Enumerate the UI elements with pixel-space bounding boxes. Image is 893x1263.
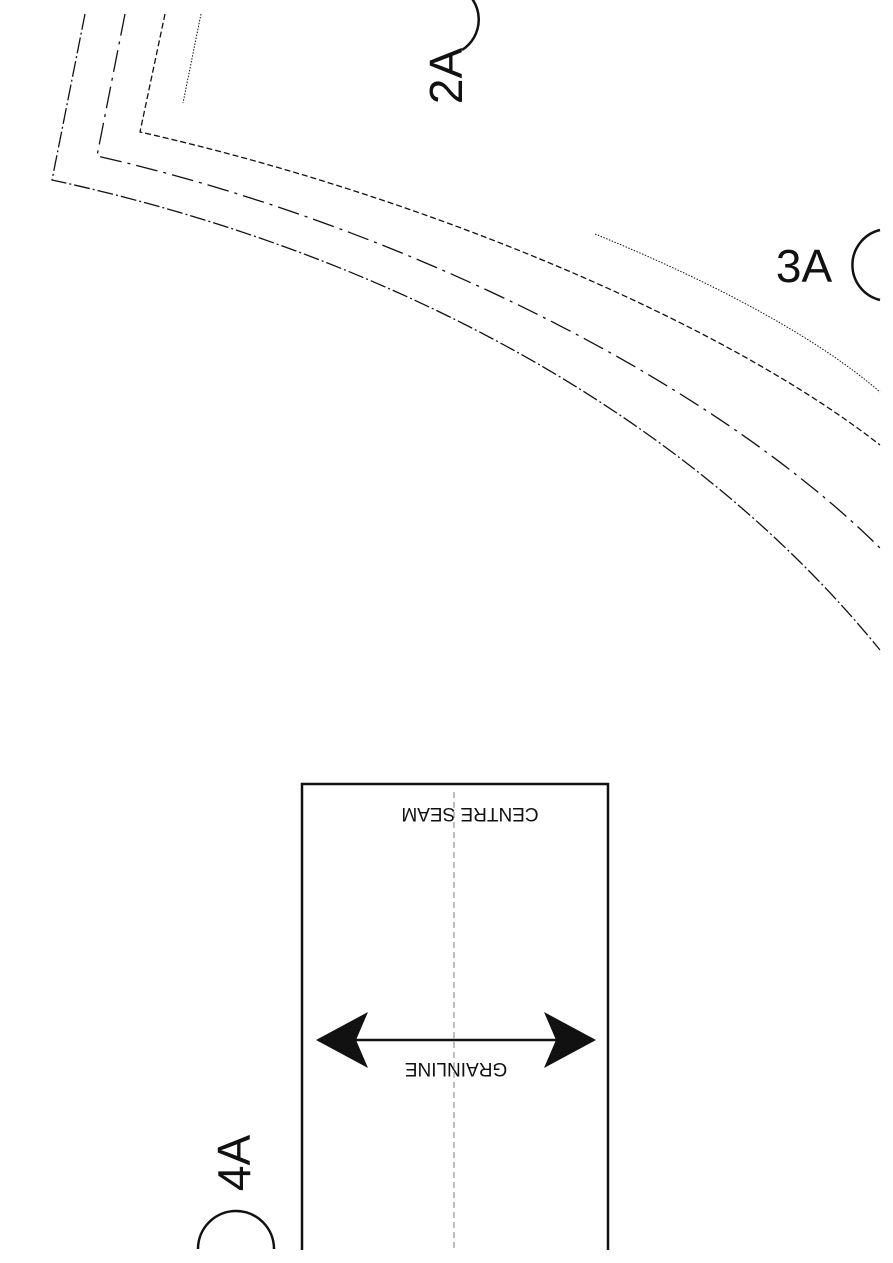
notch-2a: 2A	[420, 0, 480, 105]
pattern-piece: CENTRE SEAM GRAINLINE	[300, 782, 610, 1250]
arrowhead-left-icon	[316, 1012, 368, 1068]
notch-4a-circle-icon	[196, 1209, 276, 1250]
grainline-arrow: GRAINLINE	[316, 1012, 596, 1079]
notch-4a: 4A	[196, 1135, 276, 1250]
curved-pattern-lines	[51, 13, 881, 651]
centre-seam-label: CENTRE SEAM	[401, 803, 538, 824]
outer-cut-line	[51, 13, 881, 651]
dash-dot-line	[96, 13, 881, 549]
notch-4a-label: 4A	[208, 1135, 260, 1192]
notch-3a-label: 3A	[776, 240, 833, 292]
grainline-label: GRAINLINE	[405, 1058, 507, 1079]
notch-2a-circle-icon	[459, 0, 480, 52]
notch-3a-circle-icon	[851, 228, 881, 302]
piece-outline	[300, 782, 610, 1250]
dotted-line-top	[182, 13, 202, 104]
arrowhead-right-icon	[544, 1012, 596, 1068]
notch-3a: 3A	[776, 228, 881, 302]
dashed-seam-line	[139, 13, 881, 446]
notch-2a-label: 2A	[420, 48, 472, 105]
dotted-line-right	[594, 233, 881, 393]
